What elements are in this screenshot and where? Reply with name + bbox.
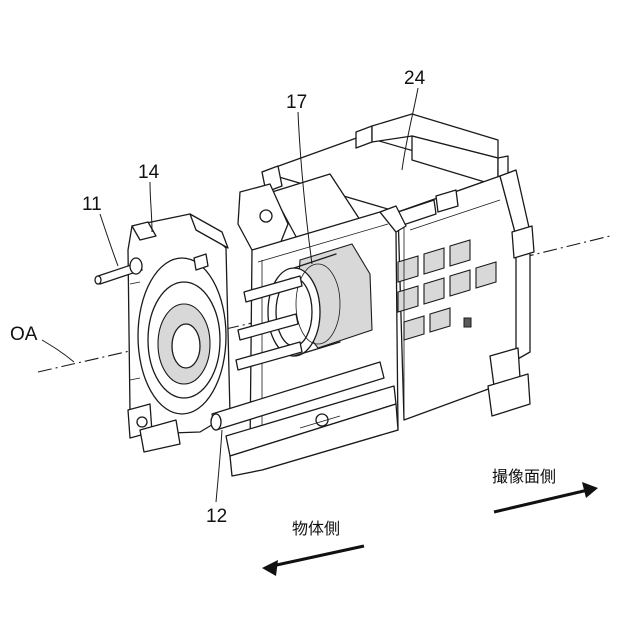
image-side-indicator: 撮像面側: [492, 467, 598, 512]
image-side-arrow: [494, 490, 588, 512]
ref-label-24: 24: [404, 68, 426, 89]
ref-label-14: 14: [138, 162, 160, 183]
ref-label-12: 12: [206, 506, 227, 527]
leader-oa: [42, 340, 74, 362]
leader-12: [216, 430, 222, 502]
ref-label-17: 17: [286, 92, 307, 113]
object-side-indicator: 物体側: [262, 519, 364, 576]
image-side-arrowhead: [582, 482, 598, 498]
object-side-arrow: [272, 546, 364, 566]
leader-11: [100, 214, 118, 266]
image-side-label: 撮像面側: [492, 467, 556, 486]
object-side-label: 物体側: [292, 519, 340, 538]
object-side-arrowhead: [262, 560, 278, 576]
ref-label-11: 11: [82, 194, 102, 215]
optical-axis-label: OA: [10, 324, 38, 345]
front-plate-14: [128, 214, 230, 438]
housing-screw-hole: [464, 318, 471, 327]
